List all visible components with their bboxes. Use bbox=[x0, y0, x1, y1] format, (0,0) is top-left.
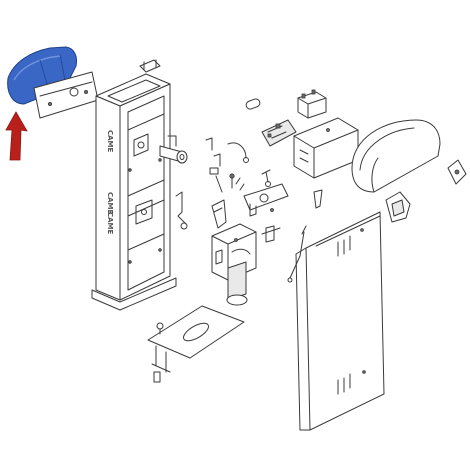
brand-mark-2: CAME bbox=[106, 192, 114, 215]
capacitor bbox=[245, 98, 261, 110]
brand-mark-3: CAME bbox=[106, 212, 114, 235]
control-board bbox=[261, 119, 297, 147]
small-fittings bbox=[175, 137, 323, 283]
electronics-box bbox=[293, 117, 359, 179]
lamp-holder-left bbox=[385, 191, 411, 223]
highlight-arrow bbox=[5, 111, 28, 161]
gearmotor bbox=[211, 223, 257, 306]
gear-bracket bbox=[243, 183, 289, 243]
door-panel bbox=[295, 211, 385, 431]
brand-mark-1: CAME bbox=[106, 130, 114, 153]
transformer bbox=[297, 89, 327, 119]
dome-cover bbox=[351, 119, 441, 193]
cover-mount-plate bbox=[33, 71, 99, 119]
barrier-cabinet: CAME CAME CAME bbox=[91, 59, 177, 311]
lamp-holder-right bbox=[447, 159, 467, 185]
anchor-plate bbox=[147, 305, 245, 383]
output-shaft bbox=[159, 135, 188, 164]
release-lever bbox=[211, 199, 227, 229]
